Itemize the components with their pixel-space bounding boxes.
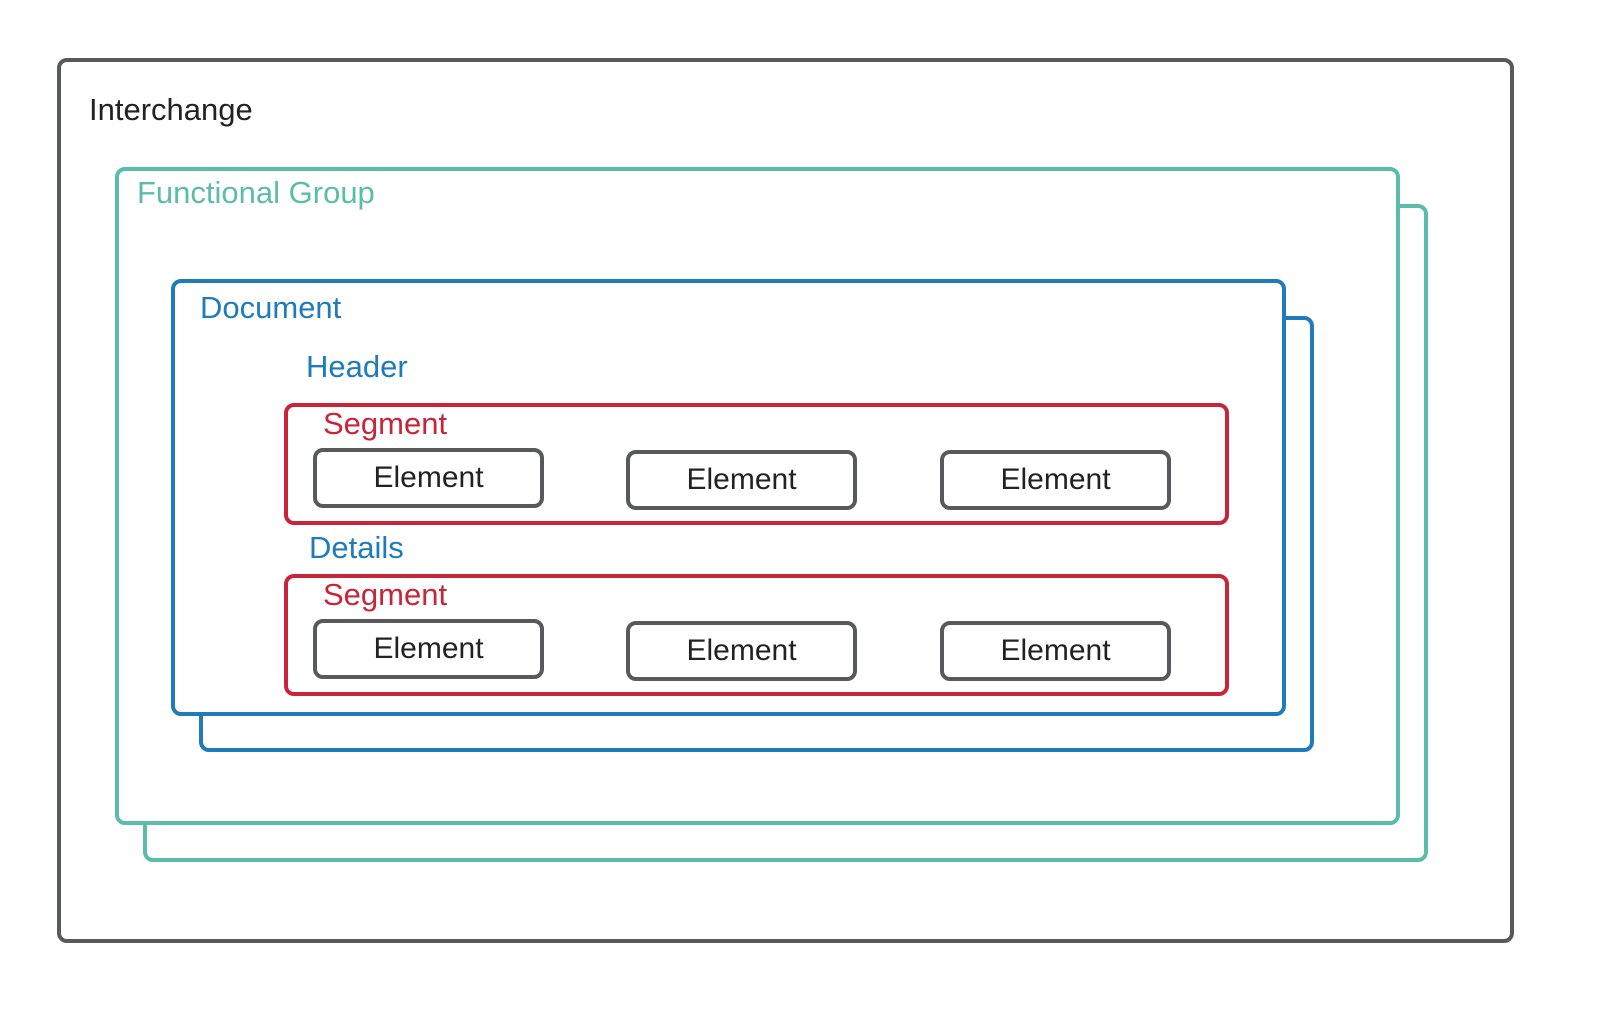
details-label: Details — [309, 530, 404, 565]
header-element-2: Element — [626, 450, 857, 510]
details-element-1: Element — [313, 619, 544, 679]
details-element-3: Element — [940, 621, 1171, 681]
interchange-label: Interchange — [89, 92, 253, 127]
details-segment-label: Segment — [323, 577, 448, 612]
details-element-2: Element — [626, 621, 857, 681]
header-element-3: Element — [940, 450, 1171, 510]
header-element-1: Element — [313, 448, 544, 508]
document-label: Document — [200, 290, 342, 325]
header-label: Header — [306, 349, 408, 384]
functional-group-label: Functional Group — [137, 175, 375, 210]
header-segment-label: Segment — [323, 406, 448, 441]
